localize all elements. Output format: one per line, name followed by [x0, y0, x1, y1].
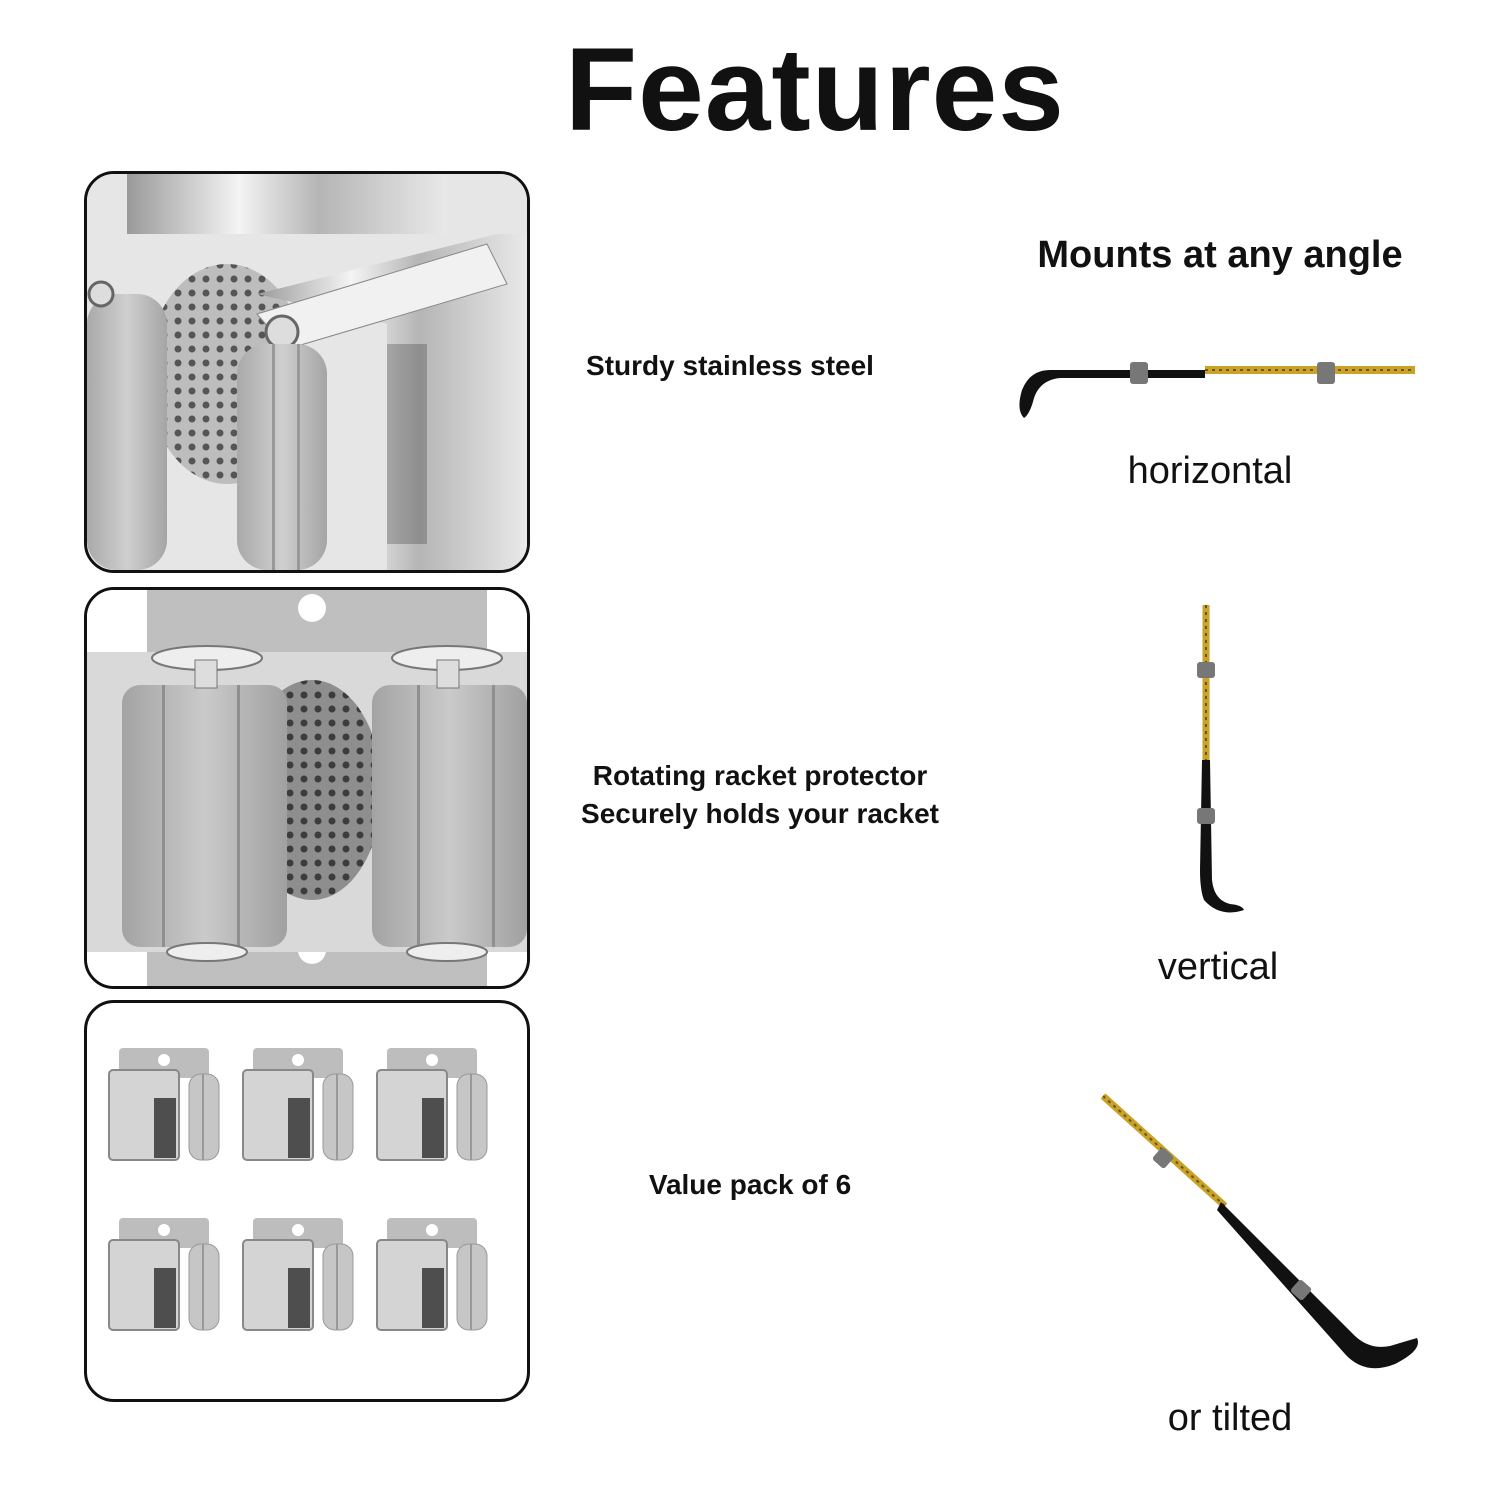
- vertical-stick-illustration: [1197, 605, 1244, 913]
- clip-thumbnail: [242, 1218, 354, 1331]
- feature-caption-pack: Value pack of 6: [600, 1166, 900, 1204]
- clip-thumbnail: [376, 1218, 488, 1331]
- caption-line: Value pack of 6: [648, 1169, 852, 1200]
- feature-caption-steel: Sturdy stainless steel: [560, 347, 900, 385]
- mounts-heading: Mounts at any angle: [1037, 234, 1403, 276]
- page-title: Features: [565, 24, 1065, 156]
- orientation-horizontal-label: horizontal: [1127, 450, 1293, 492]
- clip-thumbnail: [108, 1218, 220, 1331]
- feature-caption-protector: Rotating racket protector Securely holds…: [545, 757, 975, 833]
- clip-thumbnail: [242, 1048, 354, 1161]
- racket-protector-image: [84, 587, 530, 989]
- caption-line: Rotating racket protector: [592, 760, 928, 791]
- clip-thumbnail: [376, 1048, 488, 1161]
- orientation-tilted-label: or tilted: [1167, 1397, 1293, 1439]
- orientation-vertical-label: vertical: [1157, 946, 1279, 988]
- caption-line: Securely holds your racket: [581, 798, 939, 829]
- tilted-stick-illustration: [1100, 1093, 1419, 1369]
- six-clips-image: [84, 1000, 530, 1402]
- clip-thumbnail: [108, 1048, 220, 1161]
- horizontal-stick-illustration: [1019, 362, 1415, 418]
- steel-closeup-image: [84, 171, 530, 573]
- caption-line: Sturdy stainless steel: [586, 350, 874, 381]
